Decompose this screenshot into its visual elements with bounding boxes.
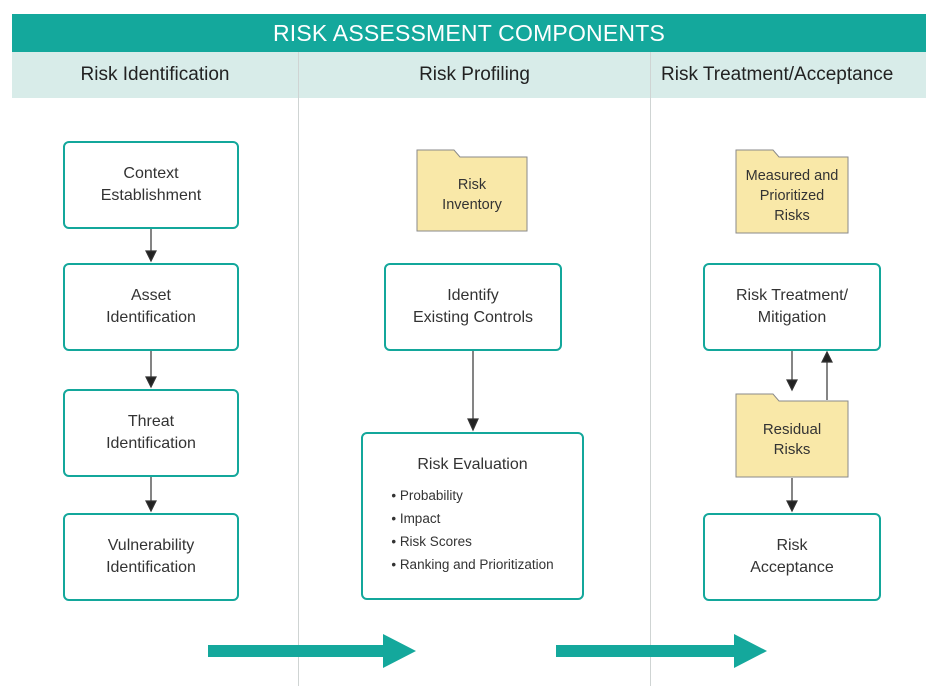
column-heading-profiling: Risk Profiling <box>299 52 650 98</box>
step-label-line: Threat <box>127 413 175 430</box>
step-label-line: Asset <box>130 287 171 304</box>
arrow-down-icon <box>145 376 157 389</box>
step-box-asset-identification: Asset Identification <box>63 263 239 351</box>
bullet-item: Probability <box>391 484 553 507</box>
step-label-line: Identification <box>106 309 196 326</box>
risk-evaluation-bullets: Probability Impact Risk Scores Ranking a… <box>391 484 554 576</box>
step-label-line: Risk <box>776 537 808 554</box>
folder-label-line: Residual <box>762 421 822 438</box>
arrow-down-icon <box>786 500 798 513</box>
step-label-line: Context <box>123 165 179 182</box>
step-label-line: Identify <box>447 287 499 304</box>
column-divider <box>650 52 651 686</box>
step-label-line: Identification <box>106 435 196 452</box>
bullet-item: Risk Scores <box>391 530 553 553</box>
bullet-item: Ranking and Prioritization <box>391 553 554 576</box>
arrow-down-icon <box>145 500 157 513</box>
step-label-line: Identification <box>106 559 196 576</box>
step-label-line: Vulnerability <box>107 537 195 554</box>
step-box-context-establishment: Context Establishment <box>63 141 239 229</box>
step-label-line: Establishment <box>100 187 202 204</box>
bullet-item: Impact <box>391 507 553 530</box>
flow-arrow-icon <box>208 634 416 668</box>
folder-label-line: Inventory <box>442 197 502 213</box>
folder-label-line: Prioritized <box>759 188 825 204</box>
risk-evaluation-title: Risk Evaluation <box>417 456 528 473</box>
risk-inventory-folder-icon: Risk Inventory <box>416 148 528 232</box>
column-heading-identification: Risk Identification <box>12 52 298 98</box>
column-heading-treatment: Risk Treatment/Acceptance <box>651 52 926 98</box>
step-label-line: Mitigation <box>757 309 827 326</box>
diagram-title: RISK ASSESSMENT COMPONENTS <box>12 14 926 52</box>
folder-label-line: Risks <box>774 208 810 224</box>
folder-label-line: Measured and <box>745 168 839 184</box>
step-box-identify-existing-controls: Identify Existing Controls <box>384 263 562 351</box>
residual-risks-folder-icon: Residual Risks <box>735 392 849 478</box>
arrow-down-icon <box>786 379 798 392</box>
arrow-up-icon <box>821 350 833 363</box>
step-label-line: Existing Controls <box>412 309 534 326</box>
arrow-down-icon <box>145 250 157 263</box>
step-box-risk-acceptance: Risk Acceptance <box>703 513 881 601</box>
measured-risks-folder-icon: Measured and Prioritized Risks <box>735 148 849 234</box>
step-box-threat-identification: Threat Identification <box>63 389 239 477</box>
column-divider <box>298 52 299 686</box>
step-box-risk-treatment-mitigation: Risk Treatment/ Mitigation <box>703 263 881 351</box>
folder-label-line: Risk <box>457 177 487 193</box>
folder-label-line: Risks <box>773 441 811 458</box>
step-box-vulnerability-identification: Vulnerability Identification <box>63 513 239 601</box>
step-label-line: Acceptance <box>750 559 834 576</box>
flow-arrow-icon <box>556 634 767 668</box>
arrow-down-icon <box>467 418 479 432</box>
step-box-risk-evaluation: Risk Evaluation Probability Impact Risk … <box>361 432 584 600</box>
step-label-line: Risk Treatment/ <box>735 287 849 304</box>
